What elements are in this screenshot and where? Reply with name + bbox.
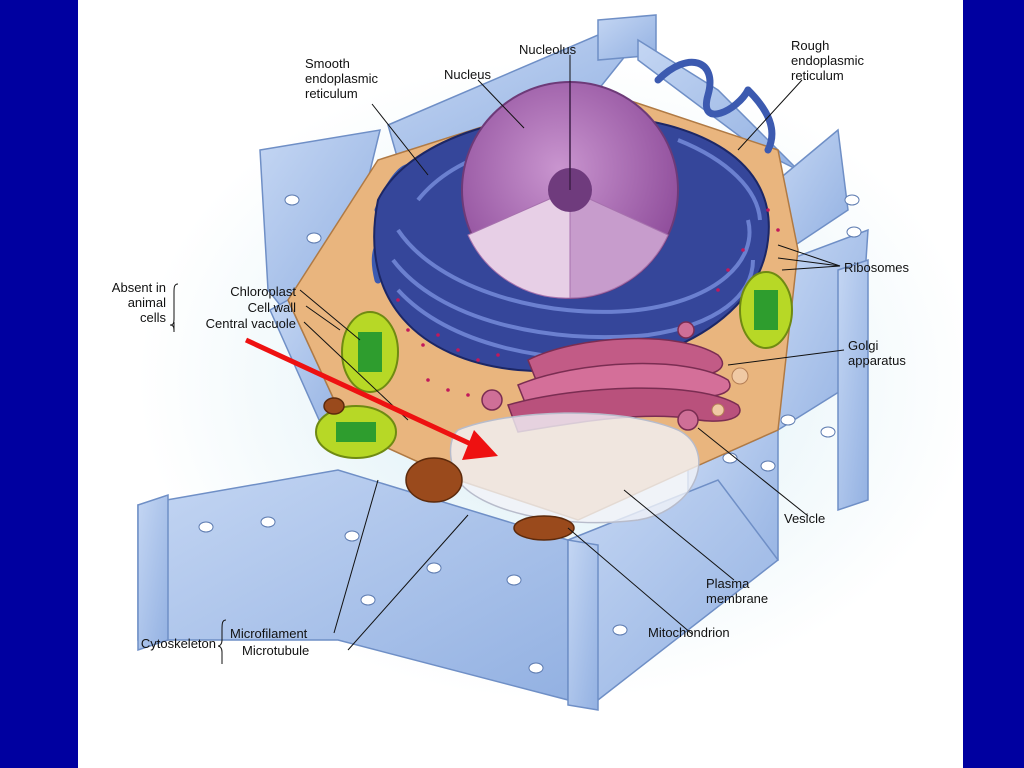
label-absent-in-animal-cells: Absent in animal cells	[88, 280, 166, 325]
label-smooth-er: Smooth endoplasmic reticulum	[305, 56, 378, 101]
label-nucleus: Nucleus	[444, 67, 491, 82]
label-rough-er-line1: Rough	[791, 38, 830, 53]
plant-cell-illustration	[137, 14, 963, 711]
label-plasma-line1: Plasma	[706, 576, 750, 591]
diagram-panel: Smooth endoplasmic reticulum Nucleus Nuc…	[78, 0, 963, 768]
mitochondria	[323, 397, 575, 541]
label-nucleolus: Nucleolus	[519, 42, 577, 57]
label-absent-line3: cells	[139, 310, 166, 325]
label-golgi-apparatus: Golgi apparatus	[848, 338, 906, 368]
label-plasma-membrane: Plasma membrane	[706, 576, 768, 606]
label-golgi-line1: Golgi	[848, 338, 879, 353]
leader-lines	[169, 55, 845, 664]
label-cell-wall: Cell wall	[247, 300, 296, 315]
nucleus	[461, 81, 679, 299]
wall-pits	[198, 194, 862, 674]
label-smooth-er-line3: reticulum	[305, 86, 358, 101]
label-rough-er: Rough endoplasmic reticulum	[791, 38, 864, 83]
label-chloroplast: Chloroplast	[230, 284, 296, 299]
label-absent-line1: Absent in	[111, 280, 166, 295]
label-smooth-er-line2: endoplasmic	[305, 71, 378, 86]
vesicles	[711, 367, 749, 417]
label-plasma-line2: membrane	[706, 591, 769, 606]
label-smooth-er-line1: Smooth	[305, 56, 350, 71]
label-microfilament: Microfilament	[230, 626, 308, 641]
label-golgi-line2: apparatus	[848, 353, 906, 368]
label-ribosomes: Ribosomes	[844, 260, 910, 275]
label-rough-er-line2: endoplasmic	[791, 53, 864, 68]
chloroplasts	[315, 271, 793, 459]
label-central-vacuole: Central vacuole	[205, 316, 296, 331]
label-microtubule: Microtubule	[242, 643, 310, 658]
red-arrow-icon	[244, 337, 498, 460]
label-absent-line2: animal	[127, 295, 166, 310]
label-rough-er-line3: reticulum	[791, 68, 844, 83]
ribosomes-dots	[396, 208, 780, 397]
label-vesicle: Vesicle	[784, 511, 826, 526]
label-mitochondrion: Mitochondrion	[648, 625, 730, 640]
label-cytoskeleton: Cytoskeleton	[140, 636, 216, 651]
